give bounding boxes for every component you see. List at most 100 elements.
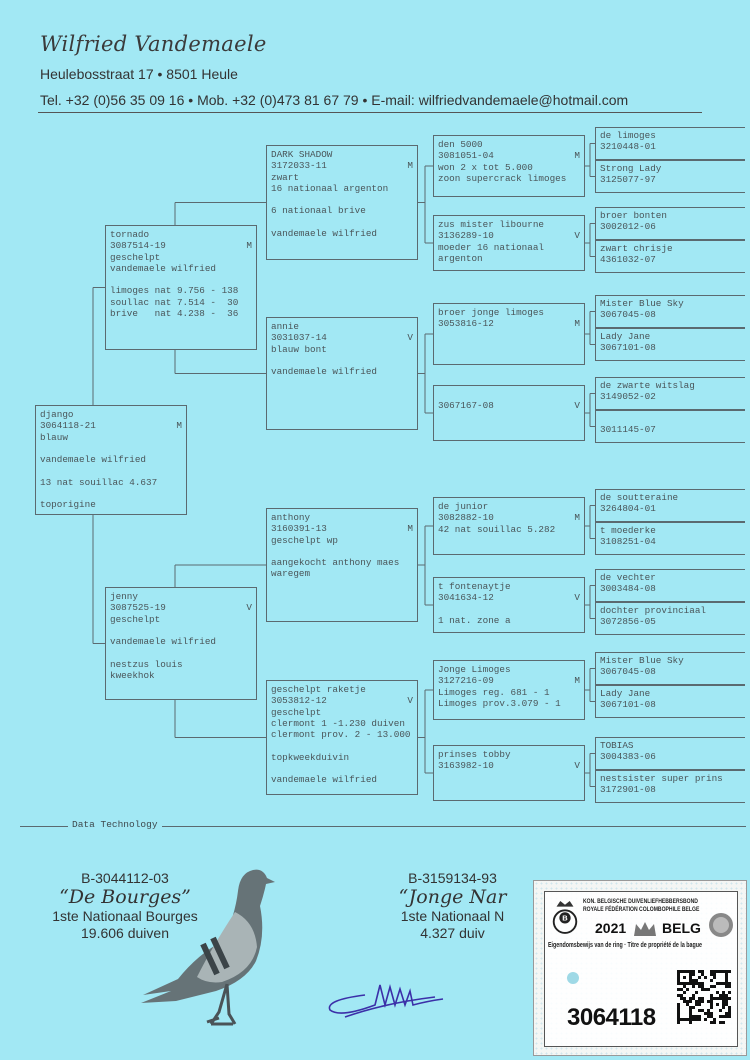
pigeon-info-line: topkweekduivin [271,751,350,763]
pigeon-ring: 3011145-07 [600,424,656,436]
pigeon-ring: 4361032-07 [600,254,656,266]
pigeon-info-line: 1 nat. zone a [438,614,511,626]
sex-marker: V [574,592,580,604]
pigeon-info-line: django [40,409,74,420]
pigeon-info-line: DARK SHADOW [271,149,333,160]
pigeon-info-line [40,488,182,499]
pigeon-info-line: vandemaele wilfried [271,366,378,378]
pigeon-info-line: aangekocht anthony maes [271,557,400,569]
pigeon-info-line [271,194,413,205]
pigeon-info-line: 3082882-10 [438,512,494,524]
pigeon-ring: 3108251-04 [600,536,656,548]
pigeon-info-line: Limoges reg. 681 - 1 [438,686,550,698]
pigeon-info-line: 3081051-04 [438,150,494,162]
pigeon-info-line: zus mister libourne [438,219,545,230]
pigeon-info-line: 3087514-19 [110,240,166,252]
pigeon-info-line: zwart [271,171,299,183]
ring-row: 3172033-11 M [271,160,413,171]
header-divider [38,112,702,113]
pigeon-ring: 3067101-08 [600,699,656,711]
pigeon-info-line [438,604,580,615]
pigeon-info-line: 3031037-14 [271,332,327,344]
ring-row: 3136289-10 V [438,230,580,241]
pigeon-info-line [271,355,413,366]
great-great-grandparent-box[interactable]: 3011145-07 [595,410,745,443]
pigeon-ring: 3125077-97 [600,174,656,186]
pigeon-name: nestsister super prins [600,773,723,784]
showcase-result: 1ste Nationaal Bourges [52,908,198,924]
pigeon-photo [141,869,275,1026]
pigeon-name: de zwarte witslag [600,380,695,391]
pigeon-info-line [271,763,413,774]
pigeon-name: Strong Lady [600,163,662,174]
federation-name-fr: ROYALE FÉDÉRATION COLOMBOPHILE BELGE [583,906,700,913]
sex-marker: M [176,420,182,432]
pigeon-info-line: 3172033-11 [271,160,327,172]
pigeon-ring: 3067045-08 [600,666,656,678]
pigeon-info-line: de junior [438,501,489,512]
sex-marker: V [407,695,413,707]
showcase-result: 1ste Nationaal N [400,908,505,924]
pigeon-name: Mister Blue Sky [600,298,684,309]
sex-marker: V [574,230,580,242]
pigeon-info-line: brive nat 4.238 - 36 [110,308,239,320]
pigeon-info-line: tornado [110,229,150,240]
pigeon-info-line: geschelpt raketje [271,684,366,695]
showcase-ring: B-3044112-03 [81,870,169,886]
footer-divider-right [162,826,746,827]
sex-marker: V [574,400,580,412]
pigeon-info-line: argenton [438,252,483,264]
pigeon-info-line: blauw [40,431,68,443]
footer-label: Data Technology [72,819,158,830]
pigeon-info-line: 6 nationaal brive [271,205,366,217]
pigeon-info-line: zoon supercrack limoges [438,172,567,184]
pigeon-name [600,413,741,424]
pigeon-info-line: 3064118-21 [40,420,96,432]
pigeon-info-line: den 5000 [438,139,483,150]
sex-marker: M [407,160,413,172]
pigeon-name: TOBIAS [600,740,634,751]
pigeon-ring: 3004383-06 [600,751,656,763]
pigeon-info-line: 3041634-12 [438,592,494,604]
sex-marker: V [407,332,413,344]
pigeon-info-line: kweekhok [110,670,155,682]
pigeon-info-line: 3136289-10 [438,230,494,242]
pigeon-info-line: 3127216-09 [438,675,494,687]
pigeon-info-line [438,389,580,400]
sex-marker: M [574,150,580,162]
sex-marker: V [246,602,252,614]
